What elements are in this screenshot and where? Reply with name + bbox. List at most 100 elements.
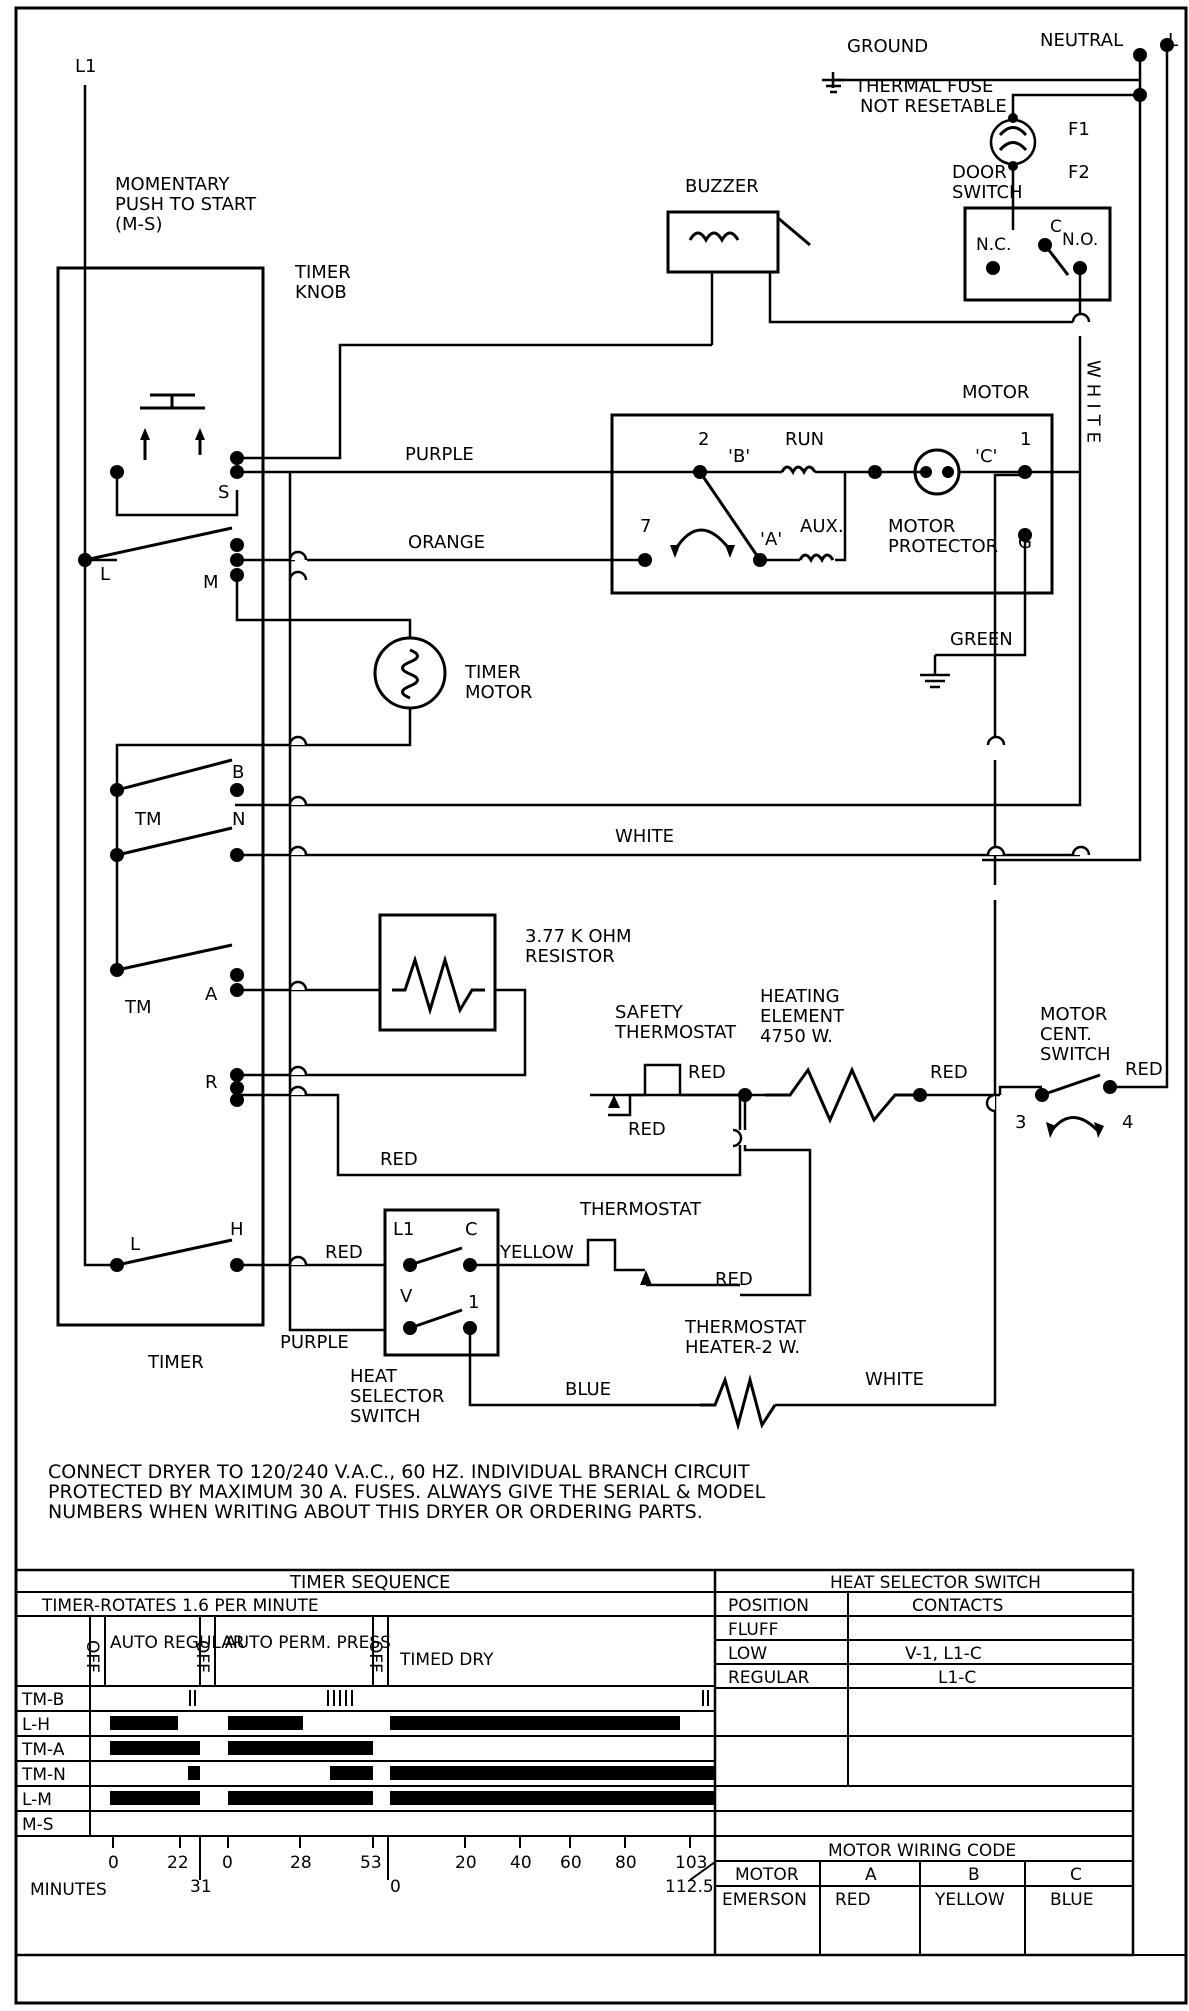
label-term-b: 'B' [728,446,750,467]
ts-row-3: TM-N [21,1765,66,1785]
buzzer-wire [768,272,1073,324]
label-red-h: RED [325,1242,363,1263]
label-hs-l1: L1 [393,1219,414,1240]
neutral-return [1015,95,1142,862]
label-blue: BLUE [565,1379,611,1400]
label-heating-2: ELEMENT [760,1006,845,1027]
bar-lm-2 [228,1791,373,1805]
label-red-under: RED [628,1119,666,1140]
label-momentary-1: MOMENTARY [115,174,230,195]
timer-sequence-table: TIMER SEQUENCE TIMER-ROTATES 1.6 PER MIN… [14,1568,1135,1957]
label-c: C [1050,217,1062,237]
bar-tmn-3 [390,1766,715,1780]
ts-off-3: OFF [365,1640,385,1673]
tick-40: 40 [510,1853,532,1873]
label-thermostat: THERMOSTAT [579,1199,702,1220]
label-nc: N.C. [976,235,1011,255]
tick-22: 22 [167,1853,189,1873]
label-door-1: DOOR [952,162,1007,183]
label-thermostat-heater-2: HEATER-2 W. [685,1337,800,1358]
l1-to-h-switch [83,560,117,1267]
mw-h1: A [865,1865,877,1885]
timer-motor-top [235,580,412,638]
label-tm-1: TM [134,809,162,830]
label-red-thermostat: RED [715,1269,753,1290]
tick-103: 103 [675,1853,707,1873]
label-l: L [100,564,110,585]
label-heating-1: HEATING [760,986,840,1007]
purple-vertical [288,472,385,1332]
cent-to-motor [993,473,1025,885]
label-safety-2: THERMOSTAT [614,1022,737,1043]
label-aux: AUX. [800,516,844,537]
bar-tma-2 [228,1741,373,1755]
label-f1: F1 [1068,119,1090,140]
hs-h1: CONTACTS [912,1596,1003,1616]
resistor [378,913,497,1032]
ts-subtitle: TIMER-ROTATES 1.6 PER MINUTE [41,1596,319,1616]
label-timer-knob-1: TIMER [294,262,351,283]
label-term-4: 4 [1122,1112,1133,1133]
label-no: N.O. [1062,230,1098,250]
label-heat-selector-3: SWITCH [350,1406,421,1427]
mw-r0c0: EMERSON [722,1890,807,1910]
timer-motor [373,636,447,710]
thermal-fuse [989,113,1037,171]
label-momentary-3: (M-S) [115,214,163,235]
label-red-element: RED [930,1062,968,1083]
timer-box [56,266,265,1327]
label-term-3: 3 [1015,1112,1026,1133]
label-thermostat-heater-1: THERMOSTAT [684,1317,807,1338]
resistor-to-r [237,988,527,1077]
label-motor-protector-1: MOTOR [888,516,955,537]
bar-tmn-1 [188,1766,200,1780]
motor-wiring-table: MOTOR WIRING CODE MOTOR A B C EMERSON RE… [715,1835,1133,1955]
crossovers [288,312,1091,1266]
label-white: WHITE [615,826,674,847]
label-purple: PURPLE [405,444,474,465]
ground-symbol-top [822,72,845,94]
label-m: M [203,572,219,593]
mw-h2: B [968,1865,980,1885]
page-border [14,6,1188,2005]
label-term-a: 'A' [760,529,782,550]
heat-selector-table: HEAT SELECTOR SWITCH POSITION CONTACTS F… [715,1573,1133,1812]
label-hs-v: V [400,1286,413,1307]
label-motor-cent-1: MOTOR [1040,1004,1107,1025]
label-l-edge: L [1168,30,1178,51]
bar-tmn-2 [330,1766,373,1780]
label-motor-protector-2: PROTECTOR [888,536,998,557]
note-line-1: CONNECT DRYER TO 120/240 V.A.C., 60 HZ. … [48,1461,750,1483]
hs-h0: POSITION [728,1596,809,1616]
ts-row-2: TM-A [21,1740,65,1760]
diagram-labels: L1 GROUND NEUTRAL L THERMAL FUSE NOT RES… [75,30,1178,1427]
motor-box [610,413,1054,595]
label-thermal-fuse-2: NOT RESETABLE [860,96,1007,117]
label-l1: L1 [75,56,96,77]
label-n: N [232,809,245,830]
label-orange: ORANGE [408,532,485,553]
label-momentary-2: PUSH TO START [115,194,257,215]
connection-note: CONNECT DRYER TO 120/240 V.A.C., 60 HZ. … [48,1461,766,1523]
label-heat-selector-1: HEAT [350,1366,398,1387]
label-r: R [205,1072,218,1093]
label-motor-cent-3: SWITCH [1040,1044,1111,1065]
label-door-2: SWITCH [952,182,1023,203]
label-heating-3: 4750 W. [760,1026,833,1047]
label-s: S [218,482,229,503]
to-cent-switch [998,1085,1042,1095]
mw-r0c2: YELLOW [934,1890,1005,1910]
bar-lh-1 [110,1716,178,1730]
label-motor: MOTOR [962,382,1029,403]
bar-lm-1 [110,1791,200,1805]
label-term-c: 'C' [975,446,997,467]
tick-80: 80 [615,1853,637,1873]
label-hs-c: C [465,1219,478,1240]
label-yellow: YELLOW [499,1242,574,1263]
label-timer-motor-2: MOTOR [465,682,532,703]
ts-minutes: MINUTES [30,1880,107,1900]
ground-symbol-green [920,673,950,689]
tick-31: 31 [190,1877,212,1897]
thermostat-arrow [640,1270,652,1285]
